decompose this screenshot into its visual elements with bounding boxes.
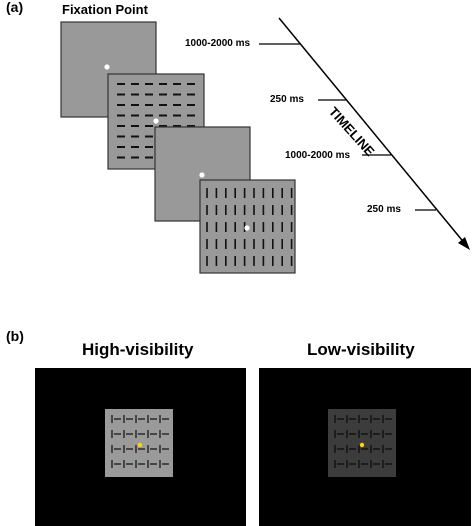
frame-4-vertical-lines [199,179,296,274]
yellow-fixation-dot [359,442,365,448]
duration-label-4: 250 ms [367,204,401,215]
fixation-dot [104,64,110,70]
duration-label-1: 1000-2000 ms [185,38,251,49]
panel-a-label: (a) [6,0,24,15]
duration-label-3: 1000-2000 ms [285,150,351,161]
fixation-point-label: Fixation Point [62,2,148,17]
panel-b-label: (b) [6,328,24,344]
timeline-arrow-line [278,17,467,246]
fixation-dot [244,225,250,231]
high-visibility-title: High-visibility [82,340,194,359]
high-visibility-display [35,368,246,526]
low-visibility-display [259,368,471,526]
yellow-fixation-dot [137,442,143,448]
timeline-arrowhead [458,237,470,250]
fixation-dot [153,118,159,124]
duration-label-2: 250 ms [270,94,304,105]
fixation-dot [199,172,205,178]
low-visibility-title: Low-visibility [307,340,415,359]
